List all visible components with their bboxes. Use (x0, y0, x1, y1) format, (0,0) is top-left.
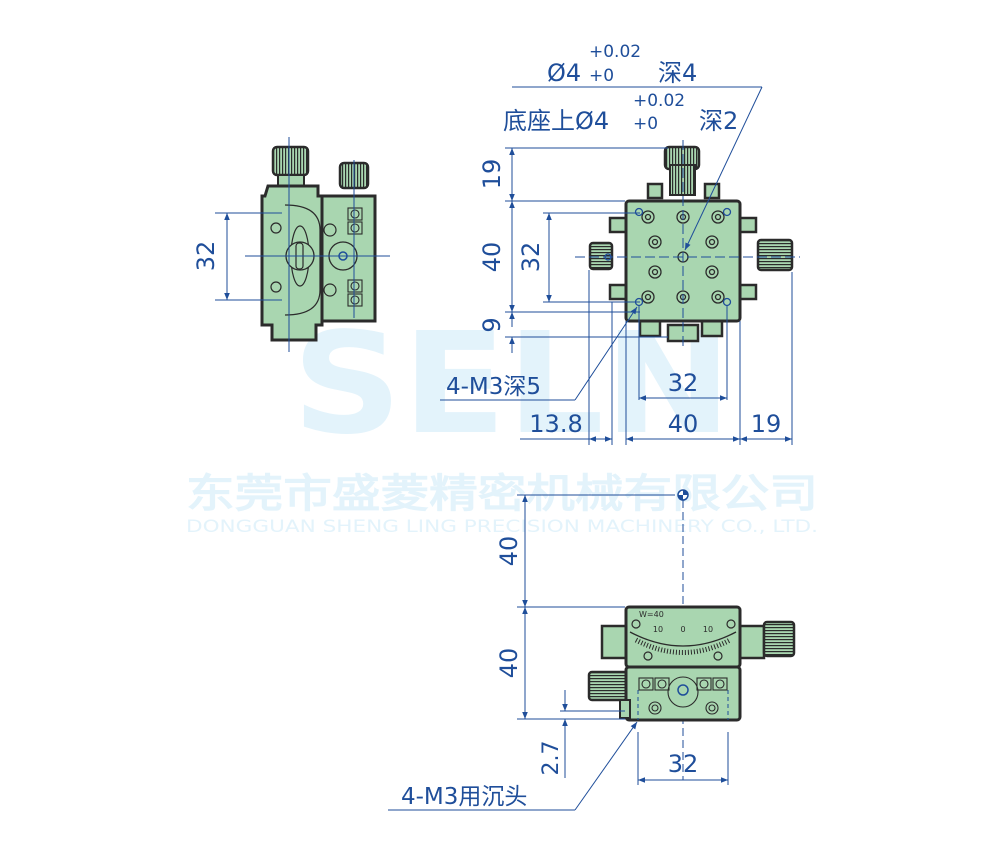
svg-text:+0.02: +0.02 (633, 91, 685, 111)
dim-hole-pitch-v: 32 (517, 242, 545, 273)
watermark-company-en: DONGGUAN SHENG LING PRECISION MACHINERY … (186, 517, 818, 537)
front-view: W=40 10 0 10 (388, 489, 796, 811)
top-view: 19 40 32 9 32 13.8 40 19 4 (440, 42, 800, 445)
adjust-knob-icon (756, 238, 794, 272)
dim-bottom: 9 (478, 317, 506, 332)
counterbore-note: 4-M3用沉头 (401, 784, 527, 810)
hole-spec-1: Ø4 +0.02 +0 深4 (547, 42, 697, 87)
dim-left-height: 32 (192, 241, 220, 272)
svg-text:深4: 深4 (658, 59, 697, 87)
svg-text:+0: +0 (589, 66, 614, 86)
watermark-company-cn: 东莞市盛菱精密机械有限公司 (186, 471, 818, 517)
tapped-holes-note: 4-M3深5 (446, 374, 541, 400)
dim-offset: 13.8 (529, 410, 582, 438)
adjust-knob-icon (587, 670, 629, 702)
dim-body-height: 40 (478, 242, 506, 273)
dim-top-knob: 19 (478, 159, 506, 190)
svg-text:10: 10 (653, 625, 663, 634)
dim-hole-pitch-h: 32 (668, 369, 699, 397)
svg-text:0: 0 (680, 625, 685, 634)
dim-rotation-center: 40 (495, 536, 523, 567)
adjust-knob-icon (762, 620, 796, 658)
svg-text:深2: 深2 (699, 107, 738, 135)
adjust-knob-icon (271, 145, 310, 177)
svg-text:+0: +0 (633, 114, 658, 134)
hole-spec-2: 底座上Ø4 +0.02 +0 深2 (503, 91, 738, 135)
dim-right-knob: 19 (751, 410, 782, 438)
dim-front-height: 40 (495, 648, 523, 679)
dim-front-hole-pitch: 32 (668, 750, 699, 778)
svg-text:10: 10 (703, 625, 713, 634)
svg-text:Ø4: Ø4 (547, 59, 581, 87)
adjust-knob-icon (588, 241, 614, 271)
dim-counterbore-depth: 2.7 (539, 741, 564, 776)
svg-text:W=40: W=40 (639, 610, 664, 619)
svg-text:+0.02: +0.02 (589, 42, 641, 62)
svg-text:底座上Ø4: 底座上Ø4 (503, 107, 609, 135)
side-view-left: 32 (192, 137, 390, 352)
dim-width: 40 (668, 410, 699, 438)
